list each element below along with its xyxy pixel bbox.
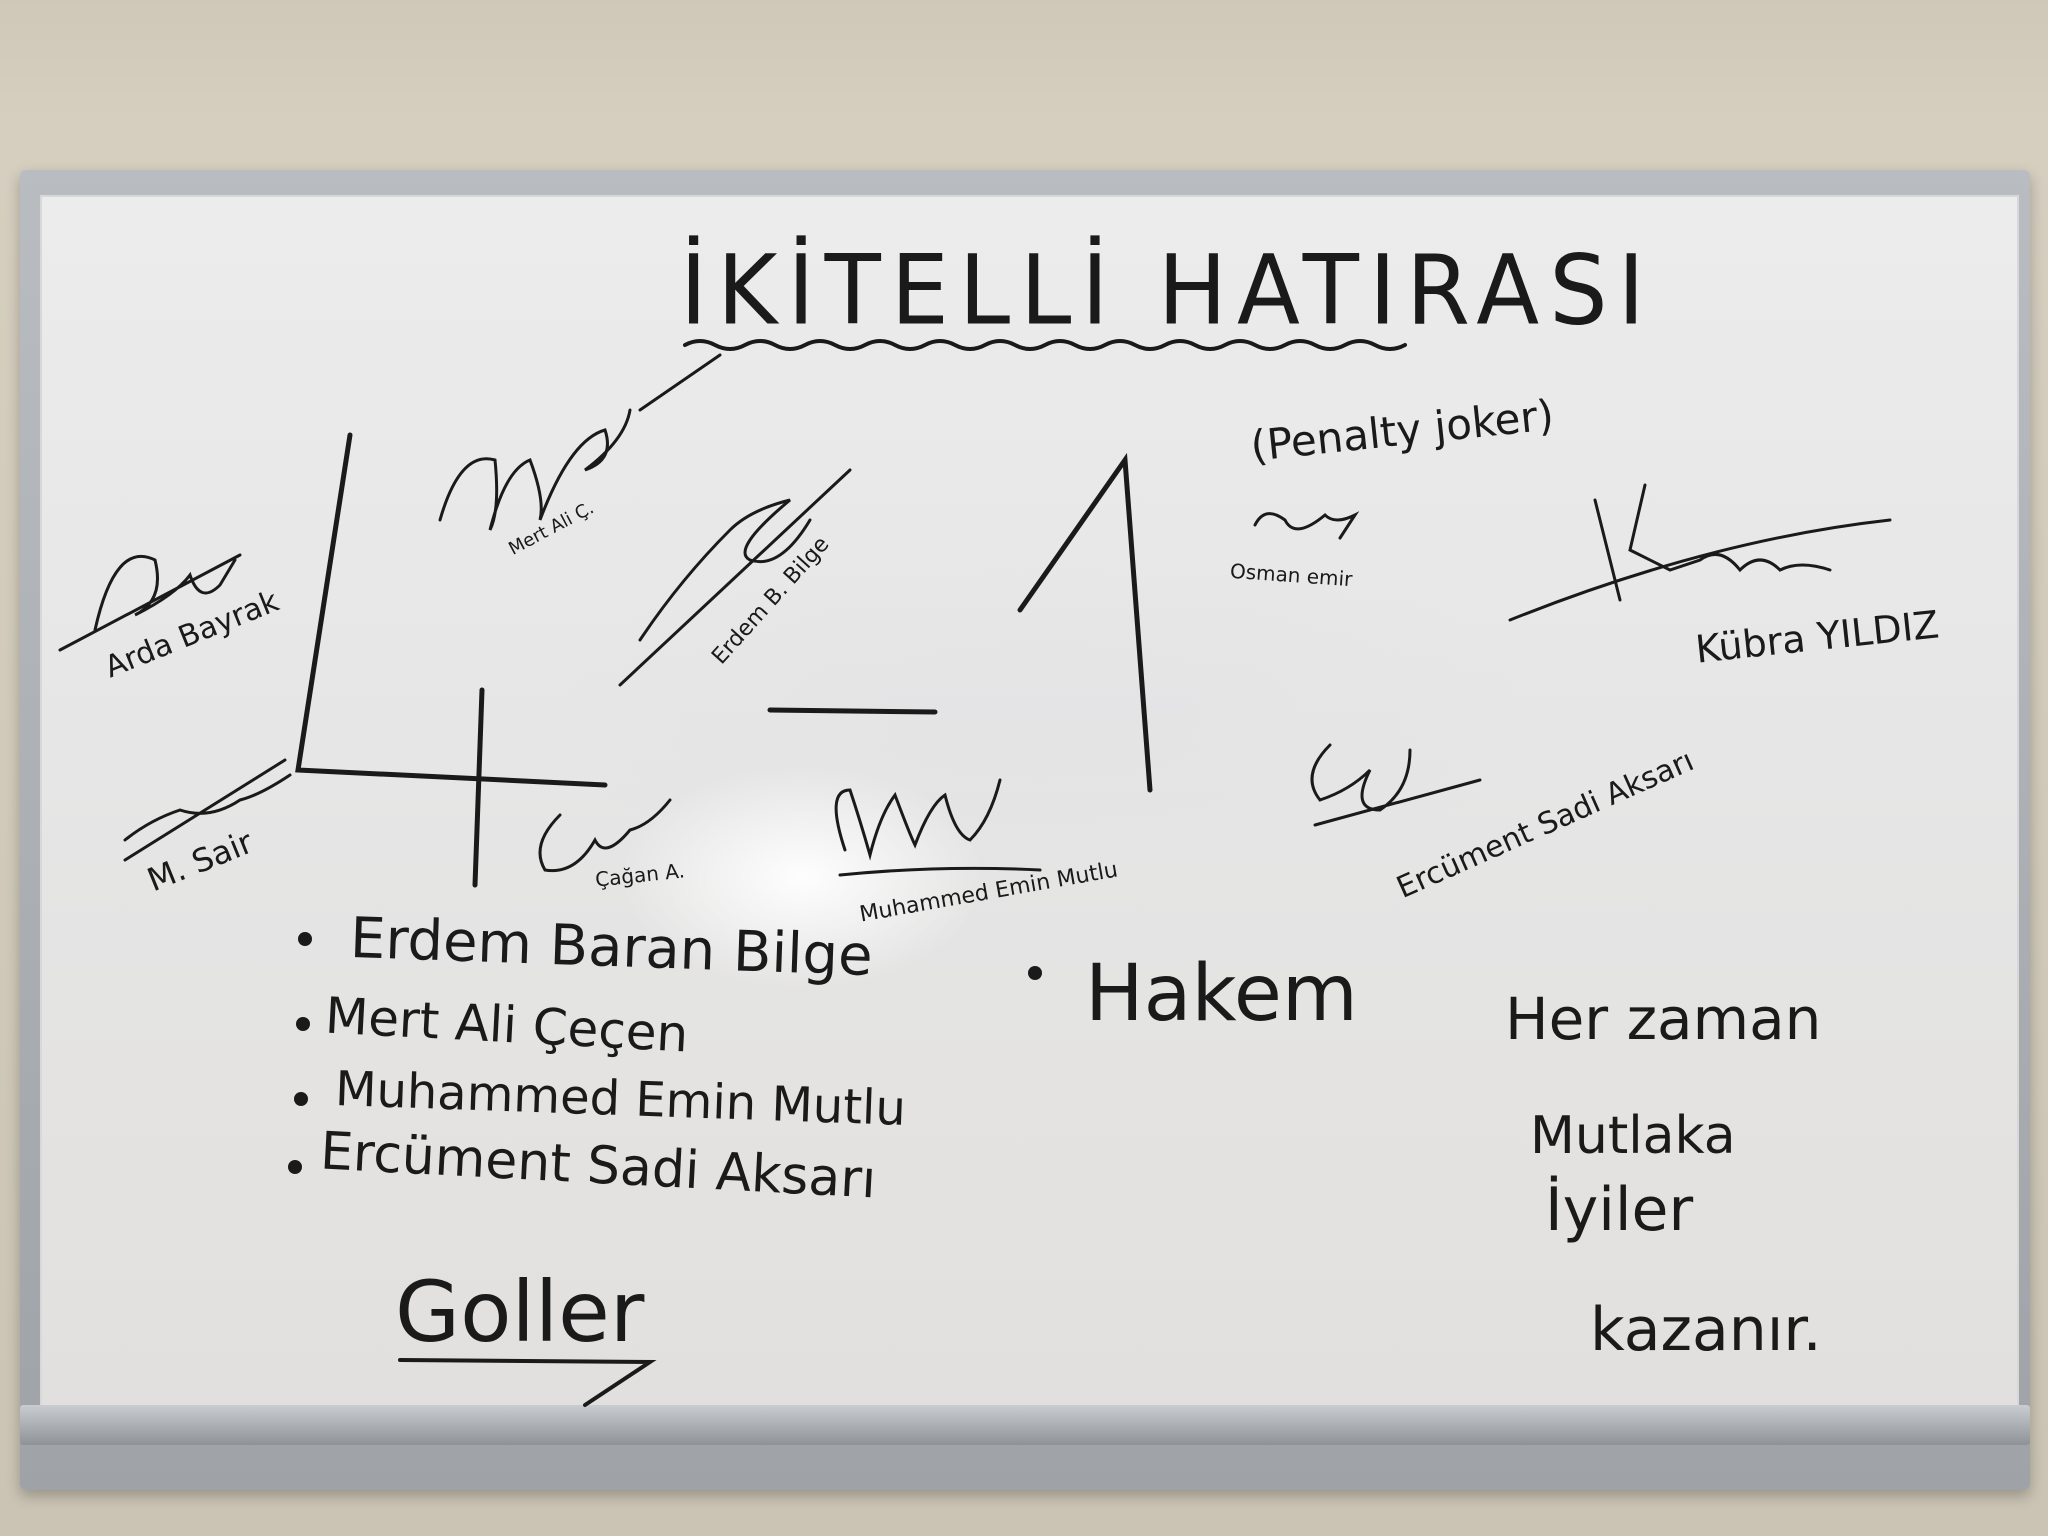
goller-underline <box>398 1358 657 1407</box>
signature-sair-scribble <box>123 758 292 862</box>
signature-kubra-scribble <box>1508 483 1892 622</box>
signature-ercument-scribble <box>1310 743 1482 827</box>
motto-line-4: kazanır. <box>1590 1295 1822 1365</box>
signature-cagan-scribble <box>538 798 672 873</box>
title-underline <box>683 339 1407 351</box>
signature-arda-scribble <box>58 553 242 652</box>
digit-four-stroke-1 <box>295 432 608 788</box>
referee-label: Hakem <box>1085 949 1358 1039</box>
board-title: İKİTELLİ HATIRASI <box>680 234 1655 347</box>
goal-bullet <box>294 1092 308 1106</box>
digit-one-stroke <box>1017 452 1153 793</box>
motto-line-3: İyiler <box>1545 1175 1694 1245</box>
goller-heading: Goller <box>395 1263 645 1361</box>
motto-line-2: Mutlaka <box>1530 1106 1736 1166</box>
referee-bullet <box>1028 966 1042 980</box>
signature-mert-scribble <box>438 353 722 531</box>
goal-bullet <box>298 932 312 946</box>
score-dash <box>767 707 938 715</box>
goal-bullet <box>296 1017 310 1031</box>
signature-osman-scribble <box>1253 511 1360 540</box>
goal-bullet <box>288 1160 302 1174</box>
motto-line-1: Her zaman <box>1505 985 1822 1053</box>
signature-erdem-scribble <box>618 468 852 687</box>
marker-tray <box>20 1405 2030 1445</box>
signature-mutlu-scribble <box>834 778 1042 877</box>
whiteboard <box>40 195 2019 1424</box>
digit-four-stroke-2 <box>472 687 485 888</box>
